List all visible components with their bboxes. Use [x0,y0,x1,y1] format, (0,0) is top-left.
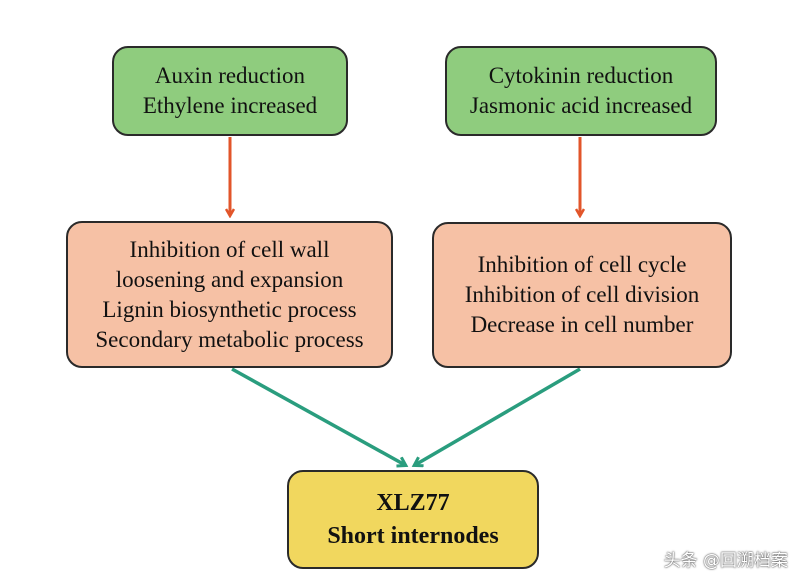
arrow-process-right-to-result [415,367,581,465]
result-title: XLZ77 [376,489,450,516]
node-line: loosening and expansion [115,266,344,292]
process-box-cell-cycle: Inhibition of cell cycle Inhibition of c… [432,222,732,368]
hormone-box-cytokinin-jasmonic: Cytokinin reduction Jasmonic acid increa… [445,46,717,136]
node-line: Inhibition of cell cycle [477,252,687,277]
node-line: Auxin reduction [154,63,306,88]
hormone-box-auxin-ethylene: Auxin reduction Ethylene increased [112,46,348,136]
node-line: Lignin biosynthetic process [102,296,357,322]
node-line: Inhibition of cell division [464,282,700,307]
node-line: Jasmonic acid increased [469,93,693,118]
node-line: Secondary metabolic process [95,326,364,352]
node-line: Inhibition of cell wall [129,236,330,262]
node-line: Cytokinin reduction [488,63,674,88]
result-box-short-internodes: XLZ77 Short internodes [287,470,539,569]
arrow-process-left-to-result [231,367,405,465]
result-subtitle: Short internodes [327,522,499,549]
process-box-cell-wall: Inhibition of cell wall loosening and ex… [66,221,393,368]
watermark: 头条 @回溯档案 [663,551,788,571]
node-line: Decrease in cell number [470,312,694,337]
node-line: Ethylene increased [142,93,318,118]
